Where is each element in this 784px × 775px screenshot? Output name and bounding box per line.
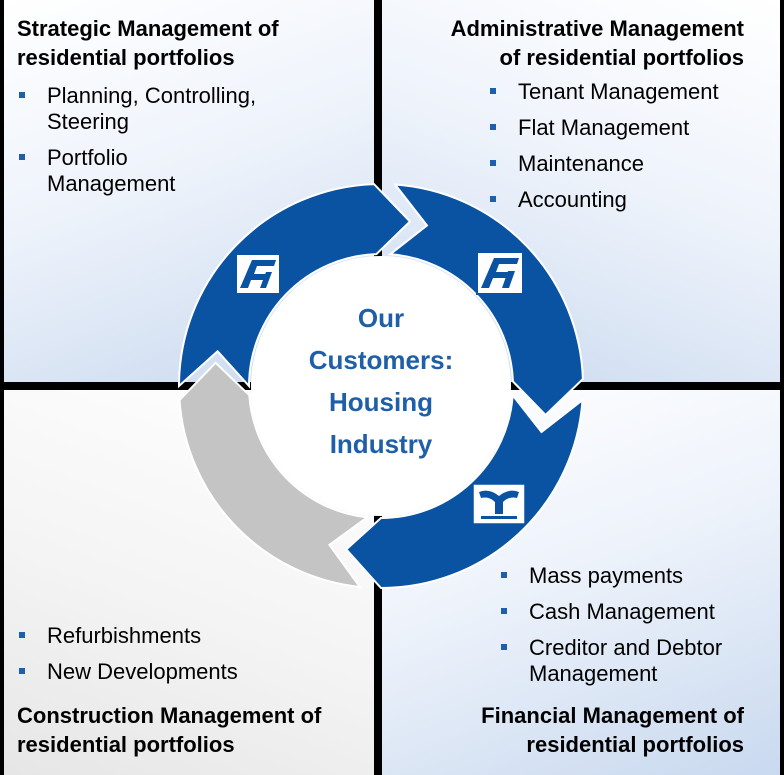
financial-list: Mass payments Cash Management Creditor a… <box>499 563 769 697</box>
company-logo-icon <box>476 251 524 295</box>
financial-title: Financial Management of residential port… <box>481 703 744 757</box>
company-logo-icon <box>235 253 281 295</box>
list-item: Maintenance <box>488 151 778 177</box>
administrative-list: Tenant Management Flat Management Mainte… <box>488 79 778 223</box>
list-item: Refurbishments <box>17 623 317 649</box>
cycle-segment-strategic <box>177 183 412 389</box>
cycle-segment-construction <box>178 361 370 589</box>
list-item: Tenant Management <box>488 79 778 105</box>
cycle-segment-financial <box>344 392 584 590</box>
list-item: Creditor and Debtor Management <box>499 635 759 687</box>
administrative-title: Administrative Management of residential… <box>450 16 744 70</box>
bank-eagle-logo-icon <box>472 483 526 525</box>
list-item: Flat Management <box>488 115 778 141</box>
cycle-center-circle <box>251 256 511 516</box>
construction-list: Refurbishments New Developments <box>17 623 317 695</box>
strategic-list: Planning, Controlling, Steering Portfoli… <box>17 83 317 207</box>
construction-title: Construction Management of residential p… <box>17 703 322 757</box>
list-item: Cash Management <box>499 599 769 625</box>
center-label: Our Customers: Housing Industry <box>308 303 454 459</box>
cycle-segment-administrative <box>387 183 584 417</box>
strategic-title: Strategic Management of residential port… <box>17 16 279 70</box>
list-item: Accounting <box>488 187 778 213</box>
list-item: Planning, Controlling, Steering <box>17 83 317 135</box>
list-item: Mass payments <box>499 563 769 589</box>
list-item: New Developments <box>17 659 317 685</box>
list-item: Portfolio Management <box>17 145 197 197</box>
